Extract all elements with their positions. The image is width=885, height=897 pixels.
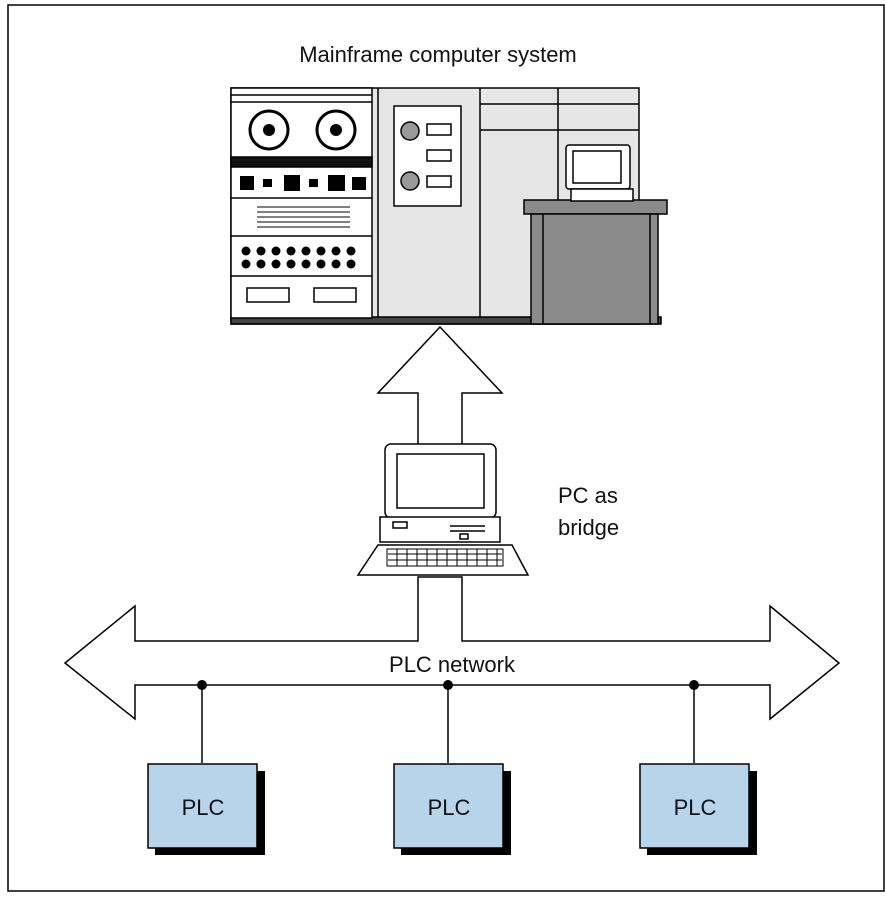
mainframe-icon bbox=[230, 87, 668, 325]
plc-label: PLC bbox=[428, 795, 471, 820]
pc-label-line2: bridge bbox=[558, 515, 619, 540]
network-label: PLC network bbox=[389, 652, 516, 677]
plc-box-3: PLC bbox=[639, 763, 757, 855]
junction-dot bbox=[689, 680, 699, 690]
network-drops bbox=[197, 680, 699, 763]
plc-box-2: PLC bbox=[393, 763, 511, 855]
pc-label-line1: PC as bbox=[558, 483, 618, 508]
plc-label: PLC bbox=[674, 795, 717, 820]
junction-dot bbox=[197, 680, 207, 690]
junction-dot bbox=[443, 680, 453, 690]
network-arrow bbox=[63, 576, 841, 721]
plc-label: PLC bbox=[182, 795, 225, 820]
mainframe-label: Mainframe computer system bbox=[299, 42, 577, 67]
plc-box-1: PLC bbox=[147, 763, 265, 855]
pc-bridge-icon bbox=[356, 443, 530, 576]
